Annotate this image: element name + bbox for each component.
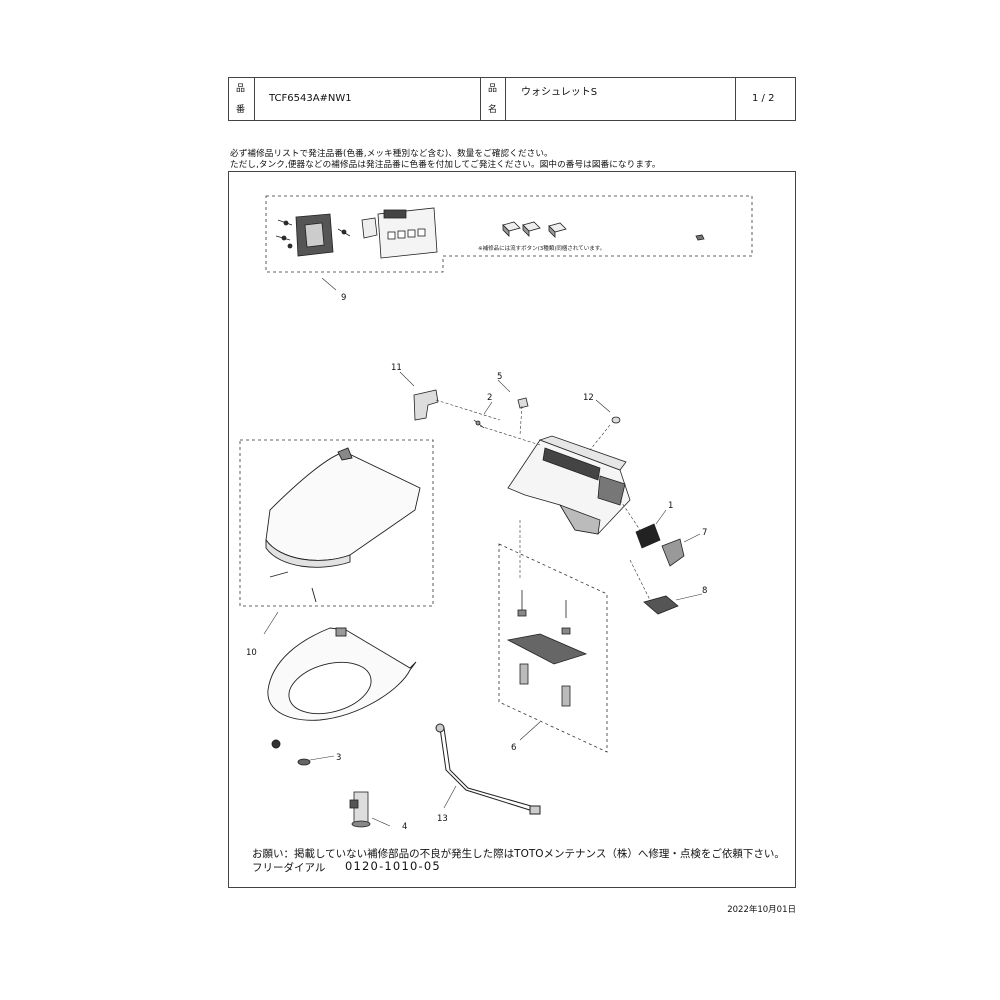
callout-9: 9	[341, 293, 347, 303]
callout-10: 10	[246, 648, 257, 658]
remote-control-icon	[361, 207, 438, 259]
callout-1: 1	[668, 501, 674, 511]
group-6-box	[498, 543, 608, 753]
callout-3: 3	[336, 753, 342, 763]
valve-4-icon	[349, 791, 371, 828]
diagram-frame	[228, 171, 796, 888]
issue-date: 2022年10月01日	[727, 905, 796, 915]
footer-request: お願い：掲載していない補修部品の不良が発生した際はTOTOメンテナンス（株）へ修…	[252, 848, 785, 860]
remote-bracket-icon	[275, 213, 351, 257]
toilet-lid-icon	[265, 447, 421, 603]
flush-buttons-icon	[502, 221, 705, 241]
header-label-mei: 名	[488, 105, 498, 115]
bumper-3-icon	[297, 758, 311, 766]
freedial-number: 0120-1010-05	[345, 859, 441, 873]
product-code: TCF6543A#NW1	[269, 93, 352, 104]
main-unit-icon	[507, 435, 631, 535]
note-line-1: 必ず補修品リストで発注品番(色番,メッキ種別など含む)、数量をご確認ください。	[230, 149, 553, 159]
filter-1-icon	[635, 523, 661, 549]
header-table: 品 番 TCF6543A#NW1 品 名 ウォシュレットS 1 / 2	[228, 77, 796, 121]
freedial-label: フリーダイアル	[252, 862, 326, 874]
callout-11: 11	[391, 363, 402, 373]
bracket-11-icon	[413, 389, 439, 421]
product-name: ウォシュレットS	[521, 87, 598, 98]
group-10-box	[239, 439, 434, 607]
callout-5: 5	[497, 372, 503, 382]
callout-12: 12	[583, 393, 594, 403]
cover-7-icon	[661, 538, 685, 567]
hose-13-icon	[435, 723, 541, 815]
header-label-hin2: 品	[488, 84, 498, 94]
remote-note: ※補修品には流すボタン(3種類)同梱されています。	[478, 244, 605, 252]
header-label-hin: 品	[236, 84, 246, 94]
toilet-seat-icon	[267, 627, 417, 749]
part-5-icon	[517, 397, 529, 409]
plate-8-icon	[643, 595, 679, 615]
base-plate-6-icon	[506, 590, 588, 707]
callout-8: 8	[702, 586, 708, 596]
callout-2: 2	[487, 393, 493, 403]
callout-4: 4	[402, 822, 408, 832]
callout-7: 7	[702, 528, 708, 538]
note-line-2: ただし,タンク,便器などの補修品は発注品番に色番を付加してご発注ください。図中の…	[230, 160, 661, 170]
header-label-ban: 番	[236, 105, 246, 115]
callout-6: 6	[511, 743, 517, 753]
callout-13: 13	[437, 814, 448, 824]
page-number: 1 / 2	[752, 93, 775, 104]
part-12-icon	[611, 416, 621, 424]
group-9-box	[265, 195, 753, 273]
